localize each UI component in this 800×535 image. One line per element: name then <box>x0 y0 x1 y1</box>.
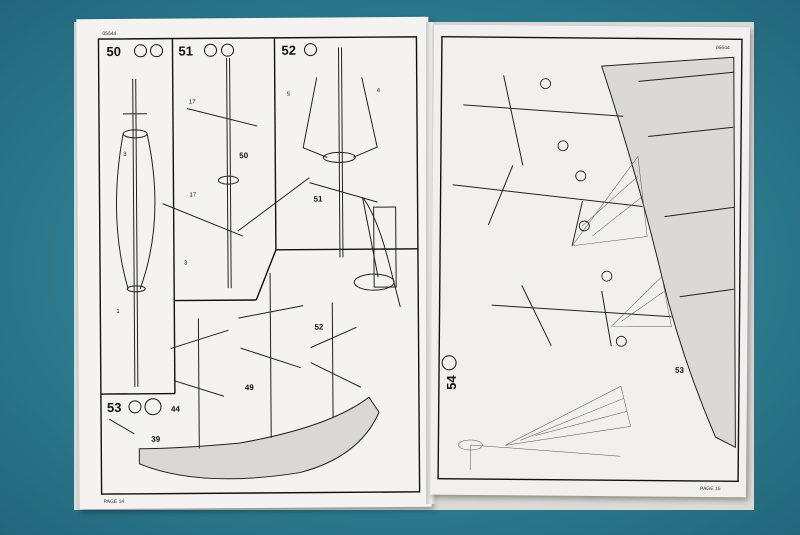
step50-mast-drawing <box>116 78 156 387</box>
glue-icon <box>134 44 148 58</box>
step51-mast-drawing <box>162 58 310 289</box>
glue-icon <box>204 43 218 57</box>
callout-markers <box>540 78 627 347</box>
svg-text:50: 50 <box>106 44 121 59</box>
step-badge-50: 50 <box>106 44 164 59</box>
svg-text:53: 53 <box>107 400 122 415</box>
step-badge-52: 52 <box>281 43 318 58</box>
svg-text:3: 3 <box>184 260 188 266</box>
right-page-drawing: 54 53 05644 PAGE 15 <box>437 35 743 492</box>
instruction-page-left: 50 51 52 53 50 51 52 49 44 39 3 <box>76 16 432 510</box>
svg-text:5: 5 <box>287 92 291 98</box>
clock-icon <box>144 398 162 416</box>
glue-icon <box>304 43 318 57</box>
svg-text:51: 51 <box>178 43 193 58</box>
page-footer: PAGE 14 <box>104 499 125 505</box>
svg-text:49: 49 <box>245 383 255 392</box>
svg-text:1: 1 <box>116 309 120 315</box>
left-page-drawing: 50 51 52 53 50 51 52 49 44 39 3 <box>97 31 421 505</box>
svg-text:51: 51 <box>314 195 324 204</box>
glue-icon <box>441 355 457 371</box>
svg-text:17: 17 <box>189 99 196 105</box>
step-badge-51: 51 <box>178 43 235 59</box>
svg-text:4: 4 <box>377 88 381 94</box>
svg-text:17: 17 <box>190 192 197 198</box>
rigging-drawing <box>458 155 672 470</box>
page-code: 05644 <box>102 31 116 37</box>
step-badge-54: 54 <box>441 355 459 390</box>
part-number-53: 53 <box>675 366 685 375</box>
svg-text:50: 50 <box>239 151 249 160</box>
part-numbers: 50 51 52 49 44 39 <box>151 151 324 444</box>
svg-text:52: 52 <box>314 323 324 332</box>
step52-mast-drawing <box>302 47 401 308</box>
instruction-page-right: 54 53 05644 PAGE 15 <box>429 24 751 498</box>
svg-text:54: 54 <box>444 375 459 390</box>
paint-icon <box>150 44 164 58</box>
part-callouts: 3 3 1 17 17 5 4 <box>116 88 381 315</box>
svg-text:39: 39 <box>151 435 161 444</box>
svg-text:44: 44 <box>171 405 181 414</box>
step-badge-53: 53 <box>107 398 162 416</box>
glue-icon <box>128 400 142 414</box>
page-code: 05644 <box>716 45 730 51</box>
step53-ship-drawing <box>108 272 380 480</box>
page-footer: PAGE 15 <box>700 486 721 492</box>
mast-drawing <box>452 75 672 347</box>
svg-text:52: 52 <box>281 43 296 58</box>
panel-frame <box>437 35 743 483</box>
svg-text:3: 3 <box>123 152 127 158</box>
clock-icon <box>221 43 235 57</box>
hull-drawing <box>601 56 736 449</box>
